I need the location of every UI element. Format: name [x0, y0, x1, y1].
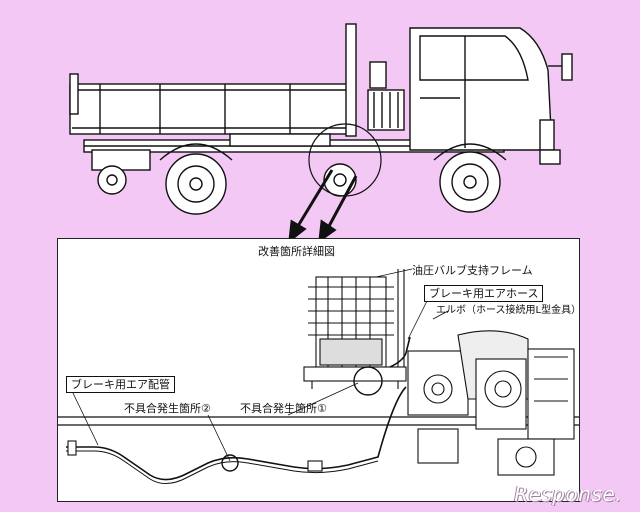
label-brake-air-hose: ブレーキ用エアホース	[424, 285, 544, 302]
label-valve-support-frame: 油圧バルブ支持フレーム	[412, 264, 533, 277]
response-watermark: Response.	[514, 482, 622, 506]
detail-title: 改善箇所詳細図	[258, 245, 335, 258]
detail-panel	[57, 238, 580, 502]
label-defect-location-1: 不具合発生箇所①	[240, 402, 327, 415]
label-defect-location-2: 不具合発生箇所②	[124, 402, 211, 415]
engine-components	[407, 330, 575, 476]
front-wheel	[439, 151, 501, 213]
callout-arrows	[288, 169, 358, 244]
valve-support-frame	[303, 269, 407, 389]
brake-air-pipe-path	[66, 386, 407, 481]
rear-wheel	[165, 153, 227, 215]
hydraulic-valve-stack	[308, 276, 394, 368]
label-brake-air-pipe: ブレーキ用エア配管	[66, 376, 175, 393]
label-elbow: エルボ（ホース接続用L型金具）	[436, 305, 582, 316]
label-leaders	[71, 268, 449, 462]
headboard	[345, 23, 357, 137]
defect-circle-2	[221, 454, 239, 472]
dump-body	[69, 83, 353, 135]
rail-wheel	[97, 165, 127, 195]
detail-drawing	[58, 268, 579, 484]
side-mirror	[561, 53, 573, 81]
defect-circle-1	[353, 366, 383, 396]
brake-air-hose-path	[389, 336, 411, 368]
cab	[409, 27, 553, 151]
